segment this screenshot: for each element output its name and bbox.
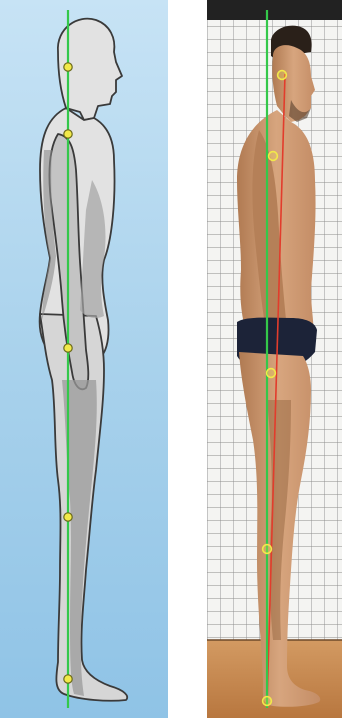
landmark-knee [263, 545, 272, 554]
landmark-ankle [263, 697, 272, 706]
landmark-hip [267, 369, 276, 378]
illustration-svg [0, 0, 168, 718]
landmark-ankle [64, 675, 72, 683]
photo-svg [207, 0, 342, 718]
illustration-panel [0, 0, 168, 718]
landmark-ear [64, 63, 72, 71]
landmark-knee [64, 513, 72, 521]
landmark-hip [64, 344, 72, 352]
photo-top-strip [207, 0, 342, 20]
photo-panel [207, 0, 342, 718]
landmark-shoulder [64, 130, 72, 138]
landmark-ear [278, 71, 287, 80]
landmark-shoulder [269, 152, 278, 161]
